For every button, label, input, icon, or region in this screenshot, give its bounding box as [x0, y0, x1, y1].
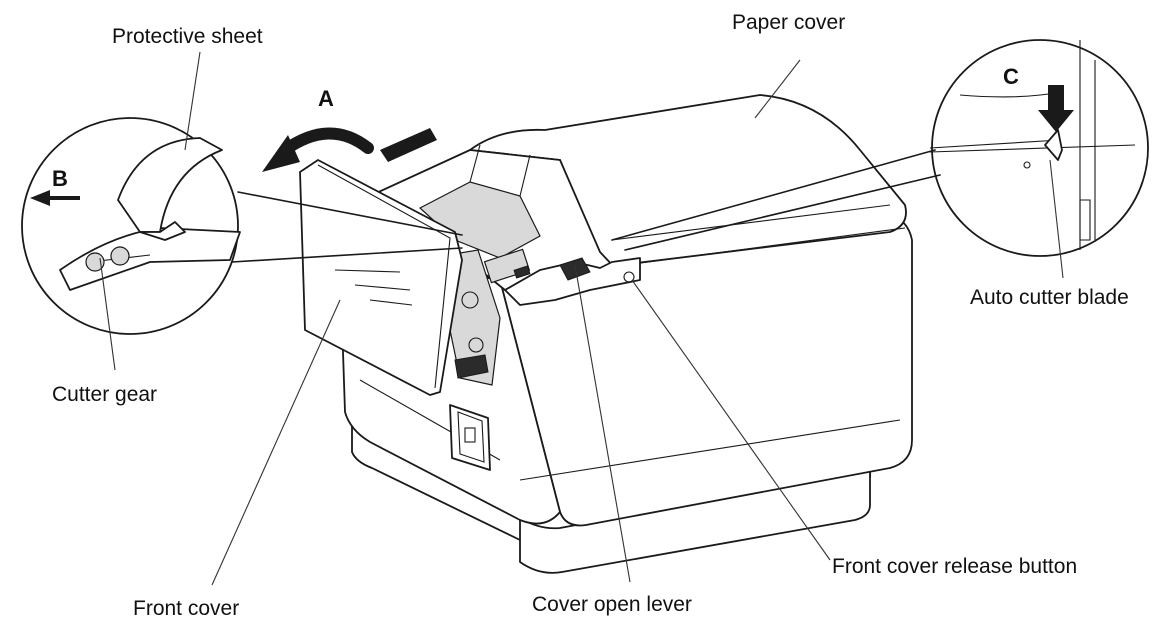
marker-a: A — [318, 86, 334, 111]
label-front-cover-release-button: Front cover release button — [832, 555, 1078, 578]
arrow-b-icon — [30, 190, 80, 206]
label-front-cover: Front cover — [133, 597, 240, 620]
arrow-c-icon — [1038, 85, 1074, 132]
cutter-blade-shape — [1044, 129, 1063, 161]
front-cover-shape — [299, 159, 463, 396]
protective-sheet-shape — [117, 137, 223, 233]
label-auto-cutter-blade: Auto cutter blade — [970, 286, 1129, 309]
label-cutter-gear: Cutter gear — [52, 383, 158, 406]
label-paper-cover: Paper cover — [732, 11, 846, 34]
release-button-shape — [623, 271, 635, 283]
label-cover-open-lever: Cover open lever — [532, 593, 692, 616]
marker-c: C — [1003, 64, 1019, 89]
printer-base-lower — [519, 469, 871, 574]
label-protective-sheet: Protective sheet — [112, 25, 263, 48]
marker-b: B — [52, 166, 68, 191]
arrow-a-icon — [380, 128, 437, 162]
